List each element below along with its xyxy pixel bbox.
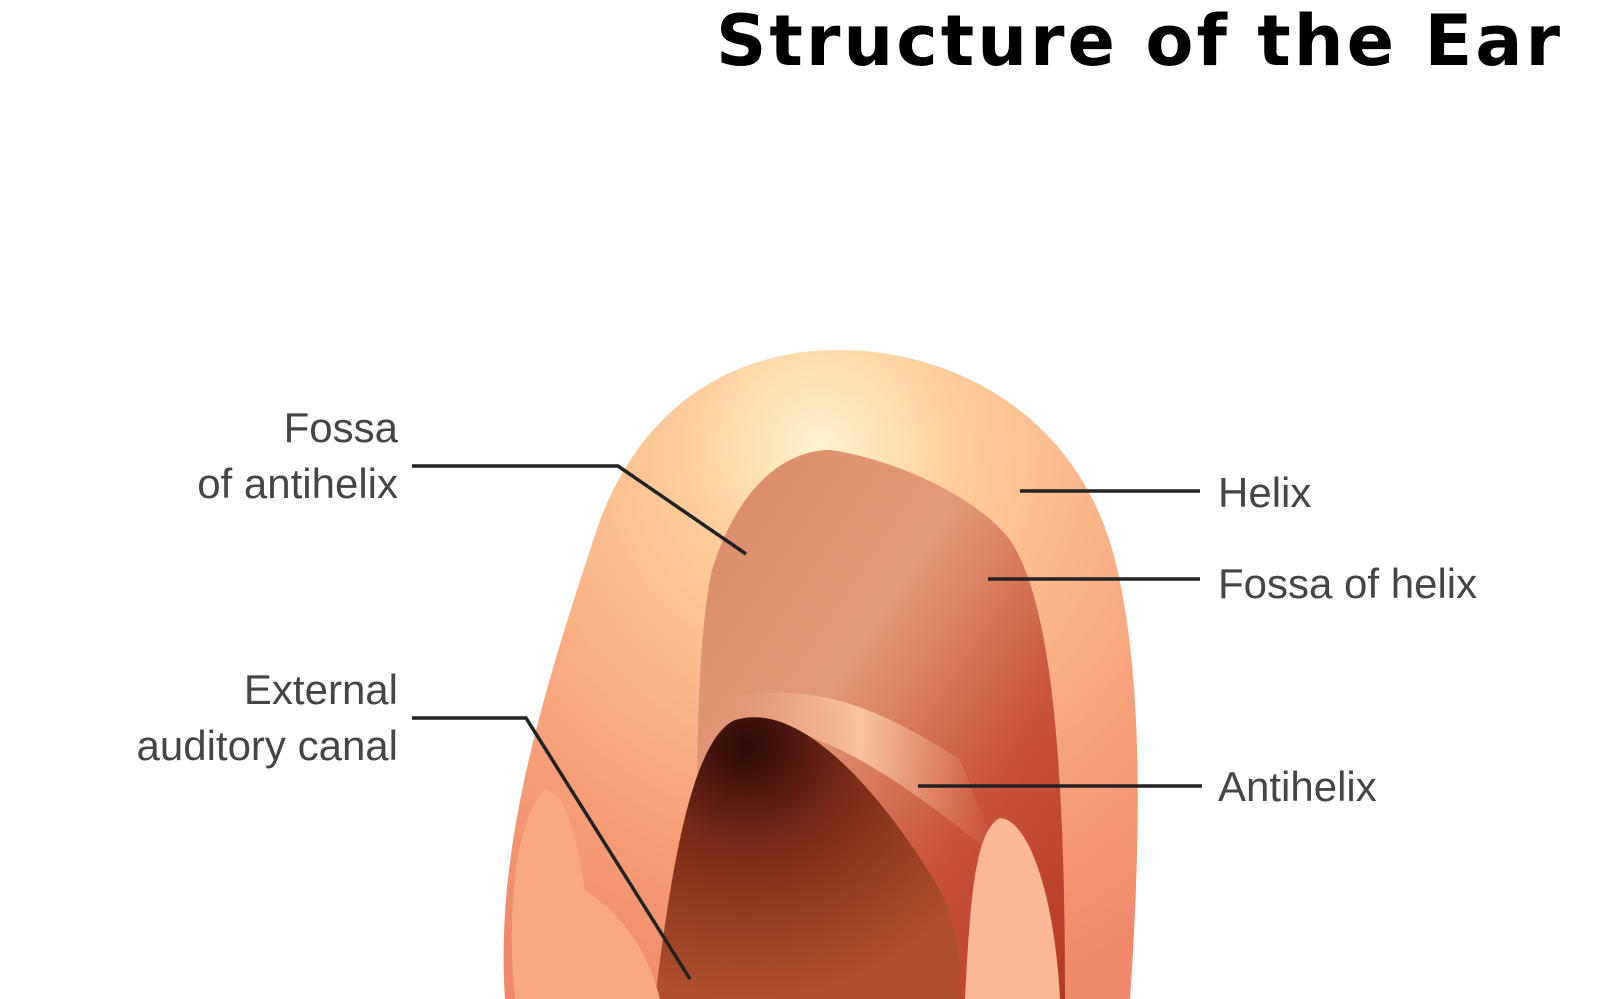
tragus-shape <box>511 790 660 999</box>
label-line: Fossa <box>283 404 398 451</box>
label-line: of antihelix <box>197 460 398 507</box>
label-line: auditory canal <box>136 722 399 769</box>
concha-shape <box>655 717 959 999</box>
leader-fossa-antihelix <box>412 464 747 556</box>
antitragus-shape <box>965 818 1060 999</box>
antihelix-ridge <box>720 692 1000 860</box>
label-line: External <box>243 666 398 713</box>
diagram-title: Structure of the Ear <box>716 0 1564 82</box>
label-helix: Helix <box>1218 469 1312 516</box>
label-fossa-of-helix: Fossa of helix <box>1218 560 1478 607</box>
label-fossa-of-antihelix: Fossa of antihelix <box>197 400 398 512</box>
leader-external-canal <box>412 716 692 980</box>
label-external-auditory-canal: External auditory canal <box>137 662 399 774</box>
label-antihelix: Antihelix <box>1218 763 1377 810</box>
